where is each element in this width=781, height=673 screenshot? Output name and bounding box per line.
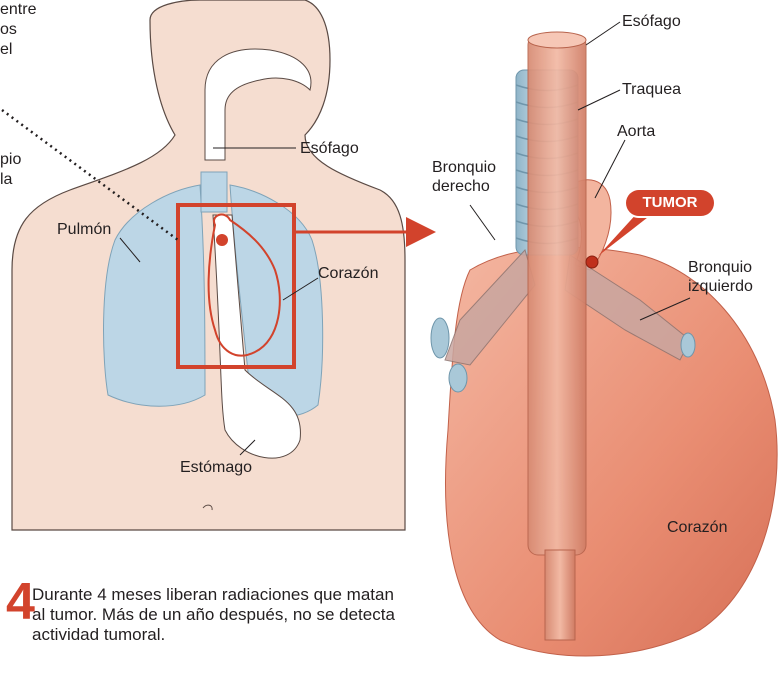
partial-text-line-3: el xyxy=(0,40,12,59)
label-aorta: Aorta xyxy=(617,122,655,141)
leader-bronquio-der xyxy=(470,205,495,240)
label-pulmon: Pulmón xyxy=(57,220,111,239)
label-corazon-left: Corazón xyxy=(318,264,378,283)
esophagus-tube xyxy=(528,35,586,555)
label-estomago: Estómago xyxy=(180,458,252,477)
bronchus-end-left xyxy=(681,333,695,357)
heart-closeup xyxy=(431,22,777,656)
label-esofago-right: Esófago xyxy=(622,12,681,31)
label-bronquio-izquierdo-2: izquierdo xyxy=(688,277,753,296)
leader-aorta xyxy=(595,140,625,198)
label-traquea: Traquea xyxy=(622,80,681,99)
step-number: 4 xyxy=(6,576,35,628)
partial-text-line-4: pio xyxy=(0,150,21,169)
tumor-dot-small xyxy=(216,234,228,246)
label-corazon-right: Corazón xyxy=(667,518,727,537)
partial-text-line-2: os xyxy=(0,20,17,39)
esophagus-lower xyxy=(545,550,575,640)
esophagus-top xyxy=(528,32,586,48)
tumor-badge: TUMOR xyxy=(626,190,714,216)
label-bronquio-derecho-1: Bronquio xyxy=(432,158,496,177)
step-caption: Durante 4 meses liberan radiaciones que … xyxy=(32,585,402,645)
leader-esofago-r xyxy=(586,22,620,45)
bronchus-end-right xyxy=(431,318,449,358)
bronchus-end-right-2 xyxy=(449,364,467,392)
label-bronquio-derecho-2: derecho xyxy=(432,177,490,196)
label-esofago-left: Esófago xyxy=(300,139,359,158)
tumor-dot xyxy=(586,256,598,268)
partial-text-line-1: entre xyxy=(0,0,36,19)
label-bronquio-izquierdo-1: Bronquio xyxy=(688,258,752,277)
partial-text-line-5: la xyxy=(0,170,12,189)
